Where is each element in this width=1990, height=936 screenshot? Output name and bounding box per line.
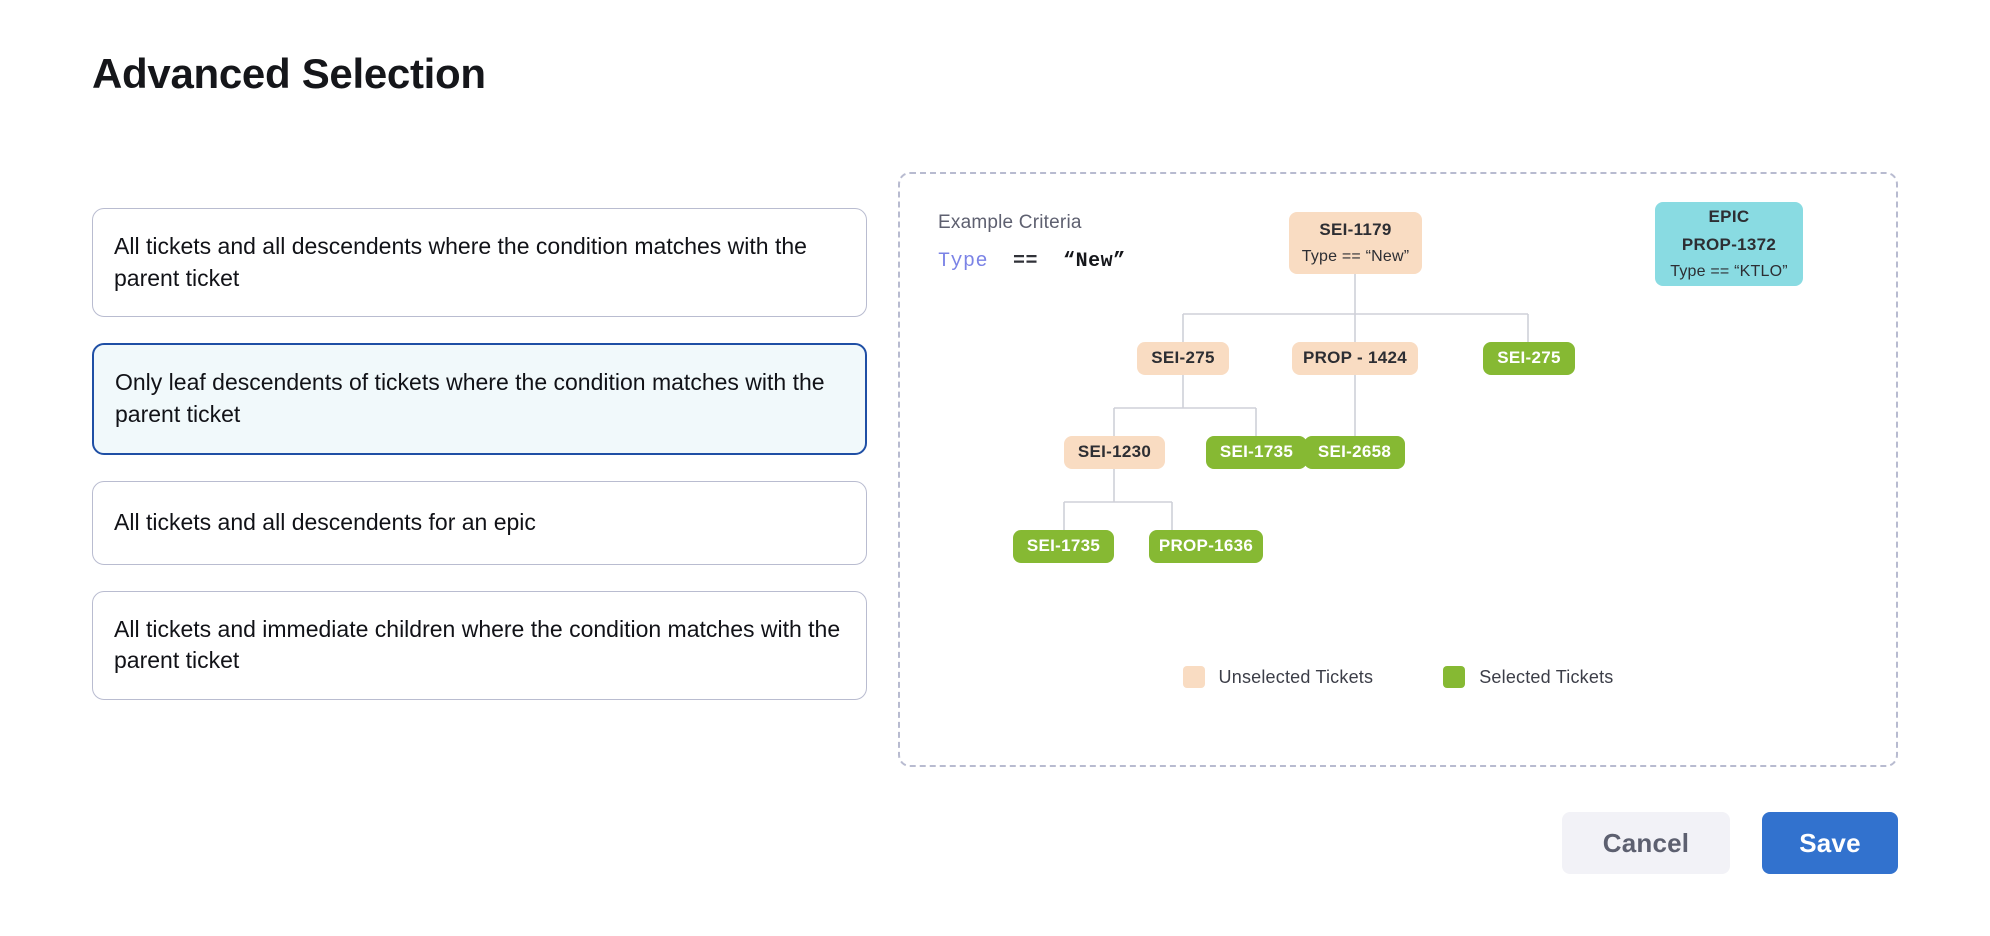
criteria-operator: == [1013,250,1039,273]
criteria-field: Type [938,250,989,273]
node-id: SEI-1179 [1319,219,1392,239]
legend-label: Unselected Tickets [1218,666,1374,687]
save-button[interactable]: Save [1762,812,1898,874]
node-condition: Type == “KTLO” [1670,262,1788,280]
option-label: All tickets and all descendents for an e… [114,508,536,535]
option-card-immediate-children[interactable]: All tickets and immediate children where… [92,590,867,701]
node-id: SEI-1230 [1077,442,1152,462]
node-id: SEI-275 [1151,348,1215,368]
legend-item-selected: Selected Tickets [1443,666,1613,688]
tree-node-prop-1636[interactable]: PROP-1636 [1149,530,1263,563]
legend-swatch-selected-icon [1443,666,1466,688]
tree-node-sei-1230[interactable]: SEI-1230 [1064,436,1165,469]
tree-node-sei-2658[interactable]: SEI-2658 [1304,436,1405,469]
tree-node-epic[interactable]: EPIC PROP-1372 Type == “KTLO” [1655,202,1803,286]
tree-node-prop-1424[interactable]: PROP - 1424 [1292,342,1418,375]
legend-swatch-unselected-icon [1182,666,1205,688]
node-id: PROP-1636 [1158,536,1254,556]
node-id: PROP-1372 [1681,234,1777,254]
option-card-all-descendents[interactable]: All tickets and all descendents where th… [92,208,867,318]
option-card-epic-descendents[interactable]: All tickets and all descendents for an e… [92,480,867,565]
node-id: SEI-1735 [1026,536,1101,556]
option-label: Only leaf descendents of tickets where t… [115,369,825,428]
node-id: PROP - 1424 [1302,348,1408,368]
legend-label: Selected Tickets [1479,666,1614,687]
option-card-leaf-descendents[interactable]: Only leaf descendents of tickets where t… [92,343,867,455]
criteria-title: Example Criteria [938,212,1082,233]
criteria-expression: Type == “New” [938,250,1126,273]
node-kind: EPIC [1708,206,1750,226]
node-id: SEI-275 [1497,348,1561,368]
tree-node-sei-1735-b[interactable]: SEI-1735 [1013,530,1114,563]
diagram-legend: Unselected Tickets Selected Tickets [900,666,1896,688]
page-title: Advanced Selection [92,50,486,97]
option-label: All tickets and all descendents where th… [114,233,807,291]
tree-node-sei-1735-a[interactable]: SEI-1735 [1206,436,1307,469]
tree-node-sei-275-b[interactable]: SEI-275 [1483,342,1575,375]
option-label: All tickets and immediate children where… [114,615,841,674]
cancel-button[interactable]: Cancel [1562,812,1730,874]
example-diagram-panel: Example Criteria Type == “New” [898,172,1898,767]
legend-item-unselected: Unselected Tickets [1182,666,1374,688]
criteria-value: “New” [1063,250,1126,273]
option-list: All tickets and all descendents where th… [92,208,867,726]
node-id: SEI-2658 [1317,442,1392,462]
node-id: SEI-1735 [1219,442,1294,462]
tree-node-sei-275-a[interactable]: SEI-275 [1137,342,1229,375]
dialog-actions: Cancel Save [1562,812,1898,874]
node-condition: Type == “New” [1301,247,1410,265]
tree-node-root[interactable]: SEI-1179 Type == “New” [1289,212,1422,274]
